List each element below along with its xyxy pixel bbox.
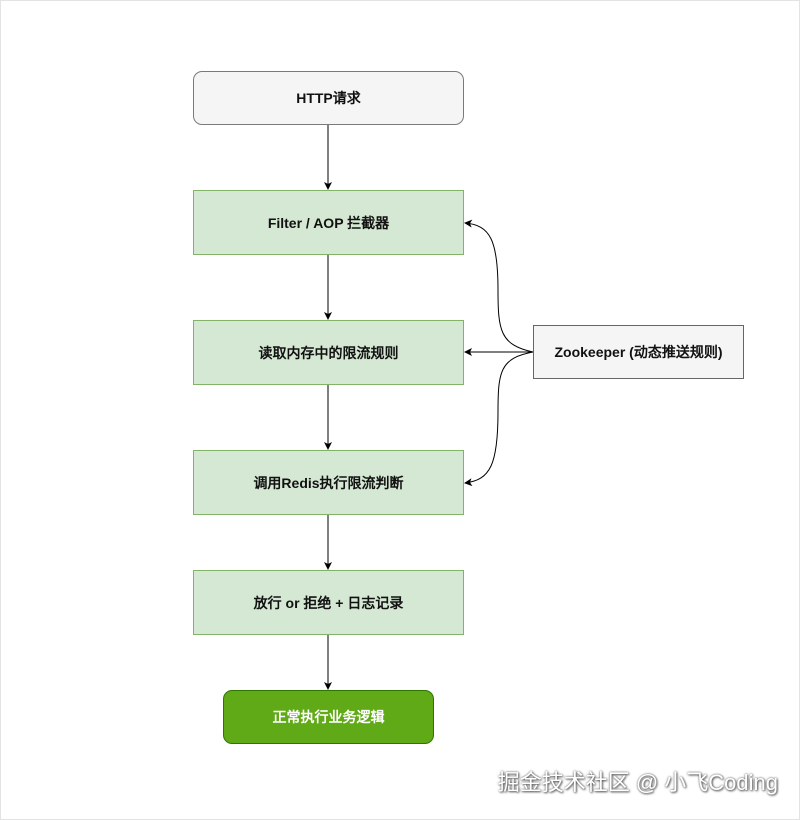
read-rules-label: 读取内存中的限流规则 [258,344,399,361]
pass-or-reject-label: 放行 or 拒绝 + 日志记录 [253,594,404,611]
pass-or-reject-node: 放行 or 拒绝 + 日志记录 [193,570,464,635]
filter-aop-label: Filter / AOP 拦截器 [267,214,390,231]
business-logic-node: 正常执行业务逻辑 [223,690,434,744]
arrow-zk-to-redis [464,351,534,487]
http-request-node: HTTP请求 [193,71,464,125]
redis-check-node: 调用Redis执行限流判断 [193,450,464,515]
zookeeper-node: Zookeeper (动态推送规则) [533,325,744,379]
watermark-text: 掘金技术社区 @ 小飞Coding [497,770,778,795]
redis-check-label: 调用Redis执行限流判断 [253,474,404,491]
arrow-zk-to-filter [464,219,534,353]
filter-aop-node: Filter / AOP 拦截器 [193,190,464,255]
business-logic-label: 正常执行业务逻辑 [272,709,385,725]
http-request-label: HTTP请求 [296,90,361,106]
read-rules-node: 读取内存中的限流规则 [193,320,464,385]
zookeeper-label: Zookeeper (动态推送规则) [554,344,723,360]
